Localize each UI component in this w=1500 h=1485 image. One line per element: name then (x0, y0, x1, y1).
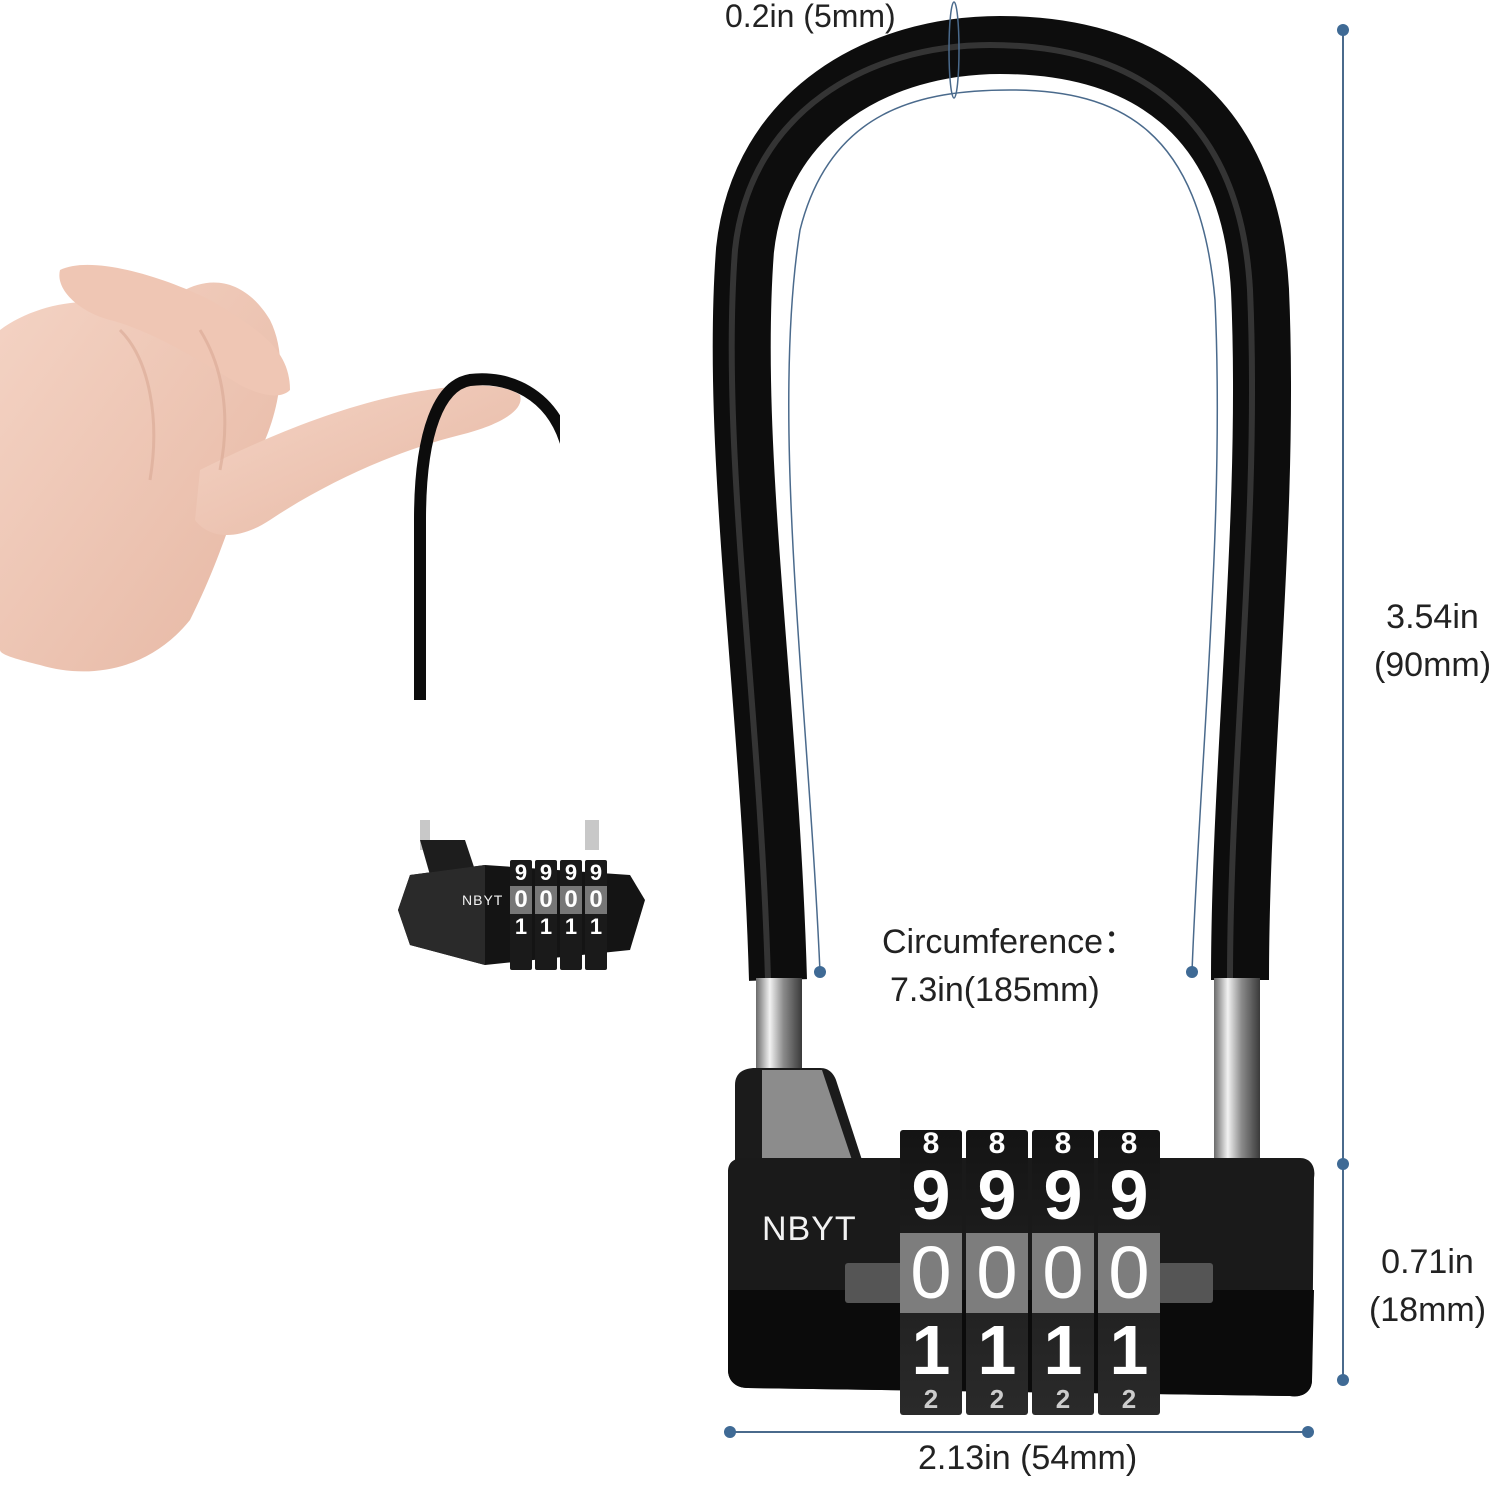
circumference-title: Circumference： (882, 923, 1138, 961)
dial-4-upper: 9 (1109, 1156, 1149, 1234)
dial-1-selected: 0 (900, 1233, 962, 1313)
width-label: 2.13in (54mm) (918, 1439, 1138, 1477)
dial-3-lower: 1 (1043, 1311, 1083, 1389)
dial-2-lower: 1 (977, 1311, 1017, 1389)
dial-2-top: 8 (988, 1130, 1006, 1160)
inset-dial-4[interactable]: 9 0 1 (585, 860, 607, 970)
dial-3[interactable]: 8 9 0 1 2 (1032, 1130, 1094, 1415)
dial-4[interactable]: 8 9 0 1 2 (1098, 1130, 1160, 1415)
dial-1-top: 8 (922, 1130, 940, 1160)
dial-4-lower: 1 (1109, 1311, 1149, 1389)
body-height-in: 0.71in (1381, 1243, 1474, 1281)
dial-4-bottom: 2 (1121, 1384, 1137, 1414)
inset-dial-1[interactable]: 9 0 1 (510, 860, 532, 970)
height-label: 3.54in (90mm) (1365, 595, 1500, 687)
height-label-in: 3.54in (1386, 598, 1479, 636)
dial-1-lower: 1 (911, 1311, 951, 1389)
dial-3-top: 8 (1054, 1130, 1072, 1160)
body-height-mm: (18mm) (1368, 1291, 1487, 1330)
dial-4-selected: 0 (1098, 1233, 1160, 1313)
dial-4-top: 8 (1120, 1130, 1138, 1160)
circumference-label: Circumference： 7.3in(185mm) (882, 920, 1137, 1012)
dial-2-bottom: 2 (989, 1384, 1005, 1414)
brand-label: NBYT (762, 1210, 857, 1248)
dial-2-selected: 0 (966, 1233, 1028, 1313)
dial-1[interactable]: 8 9 0 1 2 (900, 1130, 962, 1415)
hand-illustration (0, 264, 560, 700)
dial-2-upper: 9 (977, 1156, 1017, 1234)
dial-1-upper: 9 (911, 1156, 951, 1234)
dial-1-bottom: 2 (923, 1384, 939, 1414)
inset-brand-label: NBYT (462, 892, 504, 908)
body-height-label: 0.71in (18mm) (1360, 1240, 1495, 1332)
circumference-value: 7.3in(185mm) (890, 971, 1100, 1010)
dial-3-bottom: 2 (1055, 1384, 1071, 1414)
dial-3-upper: 9 (1043, 1156, 1083, 1234)
inset-dial-3[interactable]: 9 0 1 (560, 860, 582, 970)
inset-dial-2[interactable]: 9 0 1 (535, 860, 557, 970)
cable-thickness-label: 0.2in (5mm) (725, 0, 896, 34)
dial-3-selected: 0 (1032, 1233, 1094, 1313)
dial-2[interactable]: 8 9 0 1 2 (966, 1130, 1028, 1415)
height-label-mm: (90mm) (1373, 646, 1492, 685)
inset-lock: NBYT 9 0 1 9 0 1 9 0 1 9 0 1 (390, 820, 650, 980)
